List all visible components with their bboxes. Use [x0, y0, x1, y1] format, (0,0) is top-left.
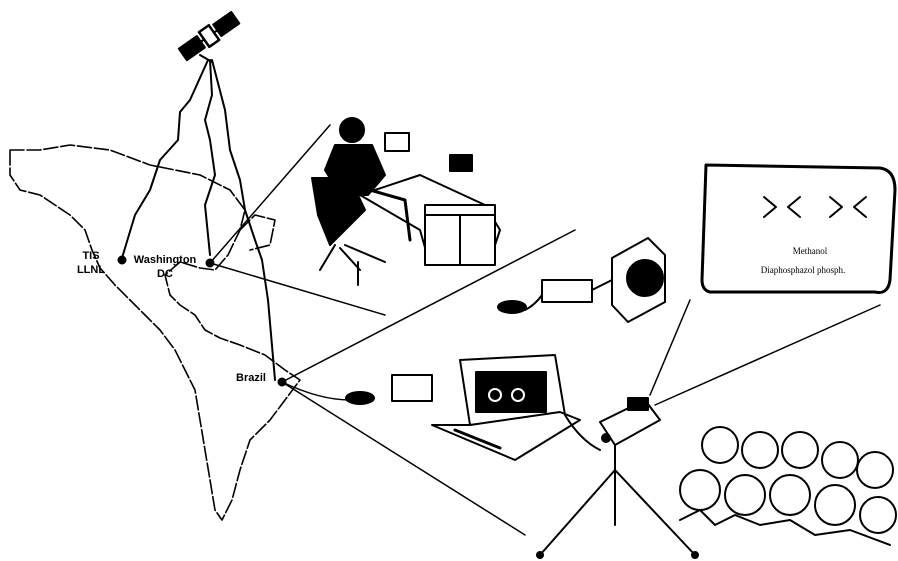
computer-terminal-icon	[432, 355, 600, 460]
screen-text-formula: Diaphosphazol phosph.	[728, 265, 878, 275]
americas-map	[10, 145, 300, 520]
label-llnl: LLNL	[72, 264, 110, 276]
location-markers	[119, 257, 286, 386]
radio-link-lines	[122, 60, 275, 380]
satellite-icon	[178, 10, 241, 62]
phone-modem-lower	[346, 375, 432, 404]
speaker-icon	[612, 238, 665, 322]
screen-text-methanol: Methanol	[760, 246, 860, 256]
phone-modem-upper	[498, 280, 612, 313]
label-brazil: Brazil	[228, 372, 274, 384]
label-dc: DC	[150, 268, 180, 280]
operator-at-desk	[312, 118, 500, 285]
label-washington: Washington	[124, 254, 206, 266]
audience	[680, 427, 896, 545]
label-tis: TIS	[76, 250, 106, 262]
